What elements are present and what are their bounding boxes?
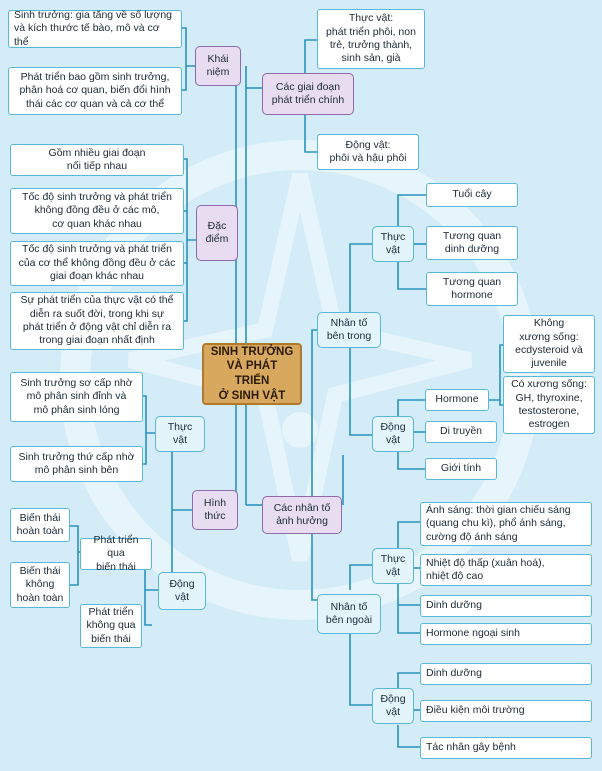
hinh-thuc-thuc-vat-label: Thực vật	[167, 420, 193, 446]
dac-diem-item-4-text: Sự phát triển của thực vật có thể diễn r…	[20, 294, 174, 347]
ben-trong-node[interactable]: Nhân tố bên trong	[317, 312, 381, 348]
tuong-quan-dinh-duong[interactable]: Tương quan dinh dưỡng	[426, 226, 518, 260]
tuong-quan-hormone[interactable]: Tương quan hormone	[426, 272, 518, 306]
dac-diem-item-1[interactable]: Gồm nhiều giai đoạn nối tiếp nhau	[10, 144, 184, 176]
gioi-tinh-text: Giới tính	[440, 462, 482, 475]
bien-thai-hoan-toan-text: Biến thái hoàn toàn	[16, 511, 64, 537]
khai-niem-item-1[interactable]: Sinh trưởng: gia tăng về số lượng và kíc…	[8, 8, 182, 48]
giai-doan-dong-vat-text: Động vật: phôi và hậu phôi	[329, 138, 407, 164]
phat-trien-qua-bien-thai-text: Phát triển qua biến thái	[93, 533, 139, 573]
hormone[interactable]: Hormone	[425, 389, 489, 411]
dac-diem-node[interactable]: Đặc điểm	[196, 205, 238, 261]
khai-niem-item-1-text: Sinh trưởng: gia tăng về số lượng và kíc…	[14, 8, 172, 48]
giai-doan-thuc-vat-text: Thực vật: phát triển phôi, non trẻ, trưở…	[326, 12, 416, 65]
khai-niem-label: Khái niệm	[206, 52, 230, 78]
di-truyen-text: Di truyền	[439, 425, 482, 438]
dac-diem-item-3-text: Tốc độ sinh trưởng và phát triển của cơ …	[18, 243, 176, 283]
hinh-thuc-label: Hình thức	[203, 496, 227, 522]
hinh-thuc-thuc-vat-item-2-text: Sinh trưởng thứ cấp nhờ mô phân sinh bên	[18, 450, 135, 476]
dac-diem-item-3[interactable]: Tốc độ sinh trưởng và phát triển của cơ …	[10, 241, 184, 286]
phat-trien-qua-bien-thai[interactable]: Phát triển qua biến thái	[80, 534, 152, 573]
bien-thai-khong-hoan-toan[interactable]: Biến thái không hoàn toàn	[10, 562, 70, 608]
tac-nhan-gay-benh-text: Tác nhân gây bệnh	[426, 741, 516, 754]
hormone-ngoai-sinh-text: Hormone ngoại sinh	[426, 627, 520, 640]
dac-diem-item-4[interactable]: Sự phát triển của thực vật có thể diễn r…	[10, 292, 184, 350]
dieu-kien-moi-truong[interactable]: Điều kiện môi trường	[420, 700, 592, 722]
hinh-thuc-dong-vat-node[interactable]: Động vật	[158, 572, 206, 610]
tuoi-cay[interactable]: Tuổi cây	[426, 183, 518, 207]
hinh-thuc-node[interactable]: Hình thức	[192, 490, 238, 530]
ben-ngoai-thuc-vat-node[interactable]: Thực vật	[372, 548, 414, 584]
anh-sang-text: Ánh sáng: thời gian chiếu sáng (quang ch…	[426, 503, 571, 543]
co-xuong-song[interactable]: Có xương sống: GH, thyroxine, testostero…	[503, 376, 595, 434]
hormone-ngoai-sinh[interactable]: Hormone ngoại sinh	[420, 623, 592, 645]
khai-niem-node[interactable]: Khái niệm	[195, 46, 241, 86]
ben-ngoai-node[interactable]: Nhân tố bên ngoài	[317, 594, 381, 634]
ben-ngoai-dong-vat-node[interactable]: Động vật	[372, 688, 414, 724]
hormone-text: Hormone	[435, 393, 479, 406]
dinh-duong-thuc-vat-text: Dinh dưỡng	[426, 599, 482, 612]
nhiet-do[interactable]: Nhiệt độ thấp (xuân hoá), nhiệt độ cao	[420, 554, 592, 586]
hinh-thuc-thuc-vat-item-2[interactable]: Sinh trưởng thứ cấp nhờ mô phân sinh bên	[10, 446, 143, 482]
khai-niem-item-2-text: Phát triển bao gồm sinh trưởng, phân hoá…	[19, 70, 171, 110]
dinh-duong-thuc-vat[interactable]: Dinh dưỡng	[420, 595, 592, 617]
khong-xuong-song[interactable]: Không xương sống: ecdysteroid và juvenil…	[503, 315, 595, 373]
nhan-to-node[interactable]: Các nhân tố ảnh hưởng	[262, 496, 342, 534]
dac-diem-label: Đặc điểm	[205, 219, 229, 245]
tac-nhan-gay-benh[interactable]: Tác nhân gây bệnh	[420, 737, 592, 759]
gioi-tinh[interactable]: Giới tính	[425, 458, 497, 480]
bien-thai-khong-hoan-toan-text: Biến thái không hoàn toàn	[16, 564, 64, 604]
nhan-to-label: Các nhân tố ảnh hưởng	[273, 501, 331, 527]
nhiet-do-text: Nhiệt độ thấp (xuân hoá), nhiệt độ cao	[426, 556, 545, 582]
ben-ngoai-thuc-vat-label: Thực vật	[380, 552, 406, 578]
hinh-thuc-dong-vat-label: Động vật	[169, 577, 195, 603]
khai-niem-item-2[interactable]: Phát triển bao gồm sinh trưởng, phân hoá…	[8, 67, 182, 115]
ben-ngoai-dong-vat-label: Động vật	[380, 692, 406, 718]
phat-trien-khong-qua-bien-thai-text: Phát triển không qua biến thái	[86, 605, 136, 645]
ben-ngoai-label: Nhân tố bên ngoài	[325, 600, 373, 626]
ben-trong-dong-vat-node[interactable]: Động vật	[372, 416, 414, 452]
giai-doan-label: Các giai đoạn phát triển chính	[271, 80, 345, 106]
giai-doan-node[interactable]: Các giai đoạn phát triển chính	[262, 73, 354, 115]
center-label: SINH TRƯỞNG VÀ PHÁT TRIỂN Ở SINH VẬT	[210, 345, 294, 402]
giai-doan-dong-vat[interactable]: Động vật: phôi và hậu phôi	[317, 134, 419, 170]
ben-trong-thuc-vat-label: Thực vật	[380, 230, 406, 256]
phat-trien-khong-qua-bien-thai[interactable]: Phát triển không qua biến thái	[80, 604, 142, 648]
dieu-kien-moi-truong-text: Điều kiện môi trường	[426, 704, 525, 717]
ben-trong-label: Nhân tố bên trong	[326, 316, 372, 342]
di-truyen[interactable]: Di truyền	[425, 421, 497, 443]
dinh-duong-dong-vat-text: Dinh dưỡng	[426, 667, 482, 680]
tuong-quan-hormone-text: Tương quan hormone	[442, 275, 502, 301]
hinh-thuc-thuc-vat-item-1[interactable]: Sinh trưởng sơ cấp nhờ mô phân sinh đỉnh…	[10, 372, 143, 422]
khong-xuong-song-text: Không xương sống: ecdysteroid và juvenil…	[515, 317, 583, 370]
hinh-thuc-thuc-vat-item-1-text: Sinh trưởng sơ cấp nhờ mô phân sinh đỉnh…	[20, 376, 133, 416]
dac-diem-item-1-text: Gồm nhiều giai đoạn nối tiếp nhau	[48, 146, 146, 172]
co-xuong-song-text: Có xương sống: GH, thyroxine, testostero…	[511, 378, 587, 431]
tuoi-cay-text: Tuổi cây	[452, 188, 492, 201]
tuong-quan-dinh-duong-text: Tương quan dinh dưỡng	[442, 229, 502, 255]
anh-sang[interactable]: Ánh sáng: thời gian chiếu sáng (quang ch…	[420, 502, 592, 546]
giai-doan-thuc-vat[interactable]: Thực vật: phát triển phôi, non trẻ, trưở…	[317, 9, 425, 69]
dinh-duong-dong-vat[interactable]: Dinh dưỡng	[420, 663, 592, 685]
hinh-thuc-thuc-vat-node[interactable]: Thực vật	[155, 416, 205, 452]
bien-thai-hoan-toan[interactable]: Biến thái hoàn toàn	[10, 508, 70, 542]
dac-diem-item-2-text: Tốc độ sinh trưởng và phát triển không đ…	[22, 190, 172, 230]
center-node[interactable]: SINH TRƯỞNG VÀ PHÁT TRIỂN Ở SINH VẬT	[202, 343, 302, 405]
dac-diem-item-2[interactable]: Tốc độ sinh trưởng và phát triển không đ…	[10, 188, 184, 234]
ben-trong-dong-vat-label: Động vật	[380, 420, 406, 446]
ben-trong-thuc-vat-node[interactable]: Thực vật	[372, 226, 414, 262]
